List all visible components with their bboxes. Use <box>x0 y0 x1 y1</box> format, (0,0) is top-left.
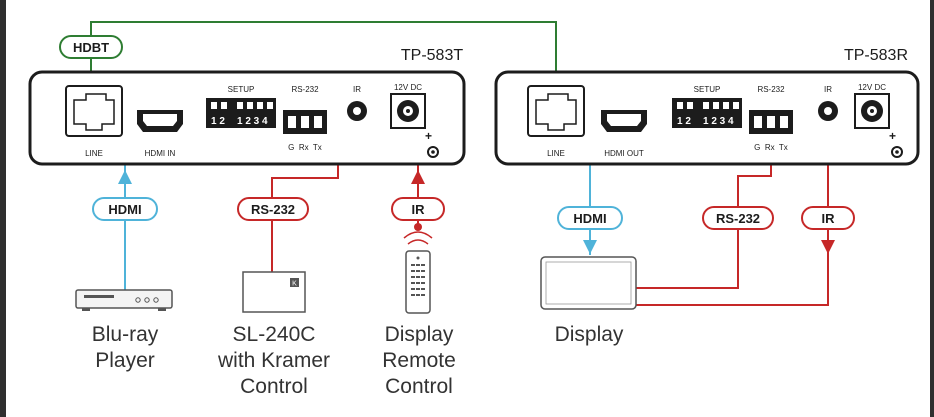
remote-label-line3: Control <box>385 375 453 398</box>
hdbt-badge-label: HDBT <box>73 40 109 55</box>
hdbt-badge: HDBT <box>59 35 123 59</box>
tx-power-label: 12V DC <box>394 83 422 92</box>
tx-ir-arrow <box>411 170 425 184</box>
tx-setup-label: SETUP <box>228 85 255 94</box>
sl240c-label: SL-240C with Kramer Control <box>204 322 344 400</box>
ir-remote-icon <box>403 231 433 314</box>
tx-ir-label: IR <box>353 85 361 94</box>
tx-rs232-pins: G Rx Tx <box>288 143 322 152</box>
svg-text:1 2: 1 2 <box>677 116 691 127</box>
rx-rs232-pins: G Rx Tx <box>754 143 788 152</box>
display-icon <box>540 256 637 310</box>
remote-label: Display Remote Control <box>360 322 478 400</box>
rx-hdmi-label: HDMI OUT <box>604 149 644 158</box>
rx-ir-badge: IR <box>801 206 855 230</box>
rx-setup-label: SETUP <box>694 85 721 94</box>
ir-emitter-dot <box>414 223 422 231</box>
rx-ir-label: IR <box>824 85 832 94</box>
tx-rs232-label: RS-232 <box>291 85 319 94</box>
svg-text:1 2: 1 2 <box>211 116 225 127</box>
rx-power-port <box>854 93 890 129</box>
rx-hdmi-badge-label: HDMI <box>573 211 606 226</box>
bluray-label: Blu-ray Player <box>60 322 190 374</box>
rx-device: 1 2 1 2 3 4 + <box>494 70 920 166</box>
sl240c-label-line3: Control <box>240 375 308 398</box>
rx-rs232-badge-label: RS-232 <box>716 211 760 226</box>
sl240c-controller-icon: K <box>242 271 306 313</box>
sl240c-label-line2: with Kramer <box>217 349 331 372</box>
svg-text:+: + <box>425 129 432 143</box>
rx-rs232-badge: RS-232 <box>702 206 774 230</box>
tx-hdmi-badge: HDMI <box>92 197 158 221</box>
window-frame-left <box>0 0 6 417</box>
svg-text:1 2 3 4: 1 2 3 4 <box>703 116 734 127</box>
rx-ir-badge-label: IR <box>822 211 836 226</box>
rx-ir-cable <box>636 120 829 306</box>
tx-device: 1 2 1 2 3 4 + <box>28 70 466 166</box>
rx-hdmi-arrow <box>583 240 597 254</box>
bluray-label-line2: Player <box>95 349 155 372</box>
bluray-label-line1: Blu-ray <box>91 323 159 346</box>
svg-text:1 2 3 4: 1 2 3 4 <box>237 116 268 127</box>
tx-ir-badge-label: IR <box>412 202 426 217</box>
tx-hdmi-badge-label: HDMI <box>108 202 141 217</box>
tx-model-label: TP-583T <box>401 47 463 64</box>
rx-power-label: 12V DC <box>858 83 886 92</box>
sl240c-label-line1: SL-240C <box>232 323 316 346</box>
window-frame-right <box>930 0 934 417</box>
svg-text:K: K <box>292 281 297 288</box>
display-label: Display <box>530 322 648 348</box>
rx-rs232-label: RS-232 <box>757 85 785 94</box>
tx-ir-badge: IR <box>391 197 445 221</box>
rx-hdmi-badge: HDMI <box>557 206 623 230</box>
svg-text:+: + <box>889 129 896 143</box>
tx-rs232-badge-label: RS-232 <box>251 202 295 217</box>
tx-line-label: LINE <box>85 149 103 158</box>
remote-label-line2: Remote <box>382 349 456 372</box>
tx-hdmi-arrow <box>118 170 132 184</box>
rx-ir-arrow <box>821 240 835 254</box>
tx-hdmi-label: HDMI IN <box>145 149 176 158</box>
remote-label-line1: Display <box>384 323 454 346</box>
display-label-line1: Display <box>554 323 624 346</box>
rx-model-label: TP-583R <box>844 47 908 64</box>
bluray-player-icon <box>75 289 173 311</box>
rx-line-label: LINE <box>547 149 565 158</box>
tx-rs232-badge: RS-232 <box>237 197 309 221</box>
